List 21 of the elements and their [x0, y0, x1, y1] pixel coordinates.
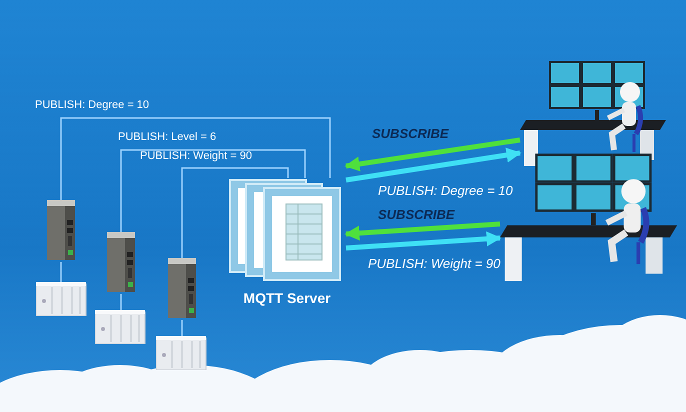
- server-label: MQTT Server: [242, 290, 332, 306]
- arrow: [346, 148, 522, 182]
- edge-label: SUBSCRIBE: [372, 126, 449, 141]
- edge-label: PUBLISH: Weight = 90: [140, 150, 252, 162]
- gateway-device-drawing: [166, 258, 198, 320]
- arrow: [346, 231, 502, 250]
- connector-line: [181, 320, 183, 336]
- edge-label: PUBLISH: Degree = 10: [378, 183, 513, 198]
- connector-line: [120, 294, 122, 310]
- edge-label: PUBLISH: Level = 6: [118, 131, 216, 143]
- edge-label: SUBSCRIBE: [378, 207, 455, 222]
- arrow: [344, 222, 500, 241]
- edge-label: PUBLISH: Weight = 90: [368, 256, 500, 271]
- arrow: [344, 138, 520, 172]
- connector-line: [60, 262, 62, 282]
- gateway-device-drawing: [105, 232, 137, 294]
- gateway-device-drawing: [45, 200, 77, 262]
- connector-line: [120, 149, 306, 232]
- edge-label: PUBLISH: Degree = 10: [35, 99, 150, 111]
- connector-line: [181, 167, 289, 258]
- connector-line: [60, 117, 331, 200]
